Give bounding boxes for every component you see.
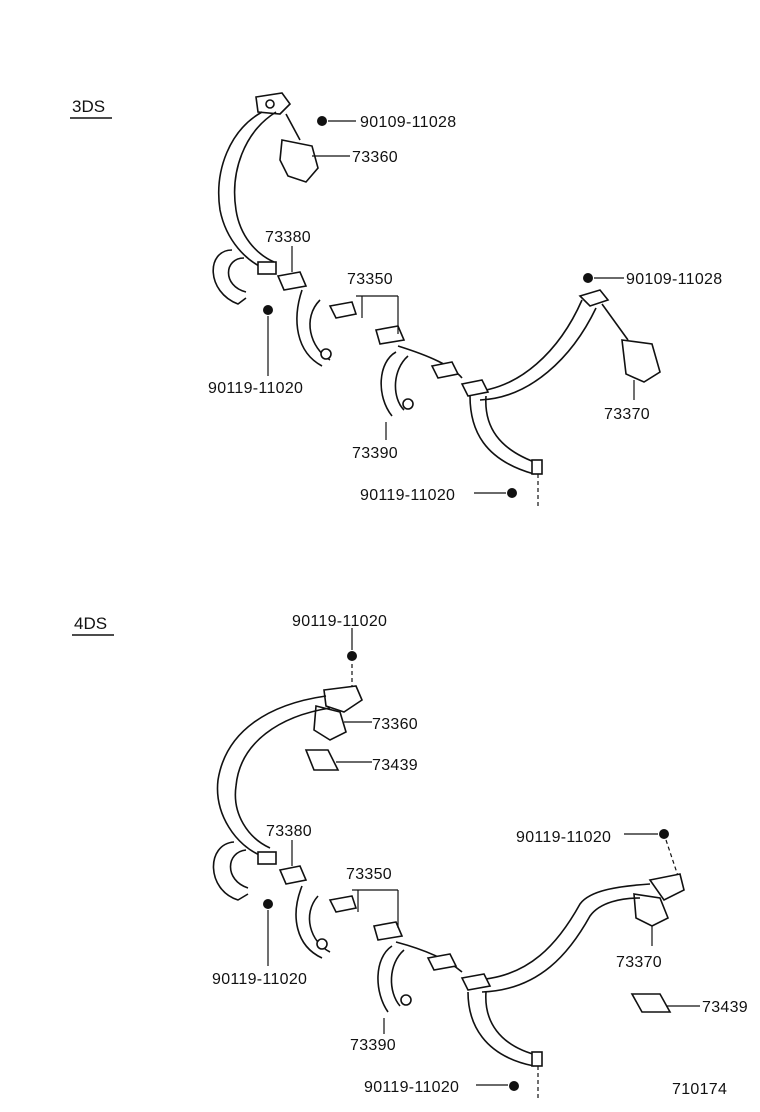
bolt-icon-4ds-right [659,829,669,839]
right-shoulder-belt-inner-3ds [479,307,597,401]
buckle-73380-bolt-3ds [320,348,332,360]
bolt-icon-3ds-bottom [507,488,517,498]
label-4ds-retractor-right: 73370 [616,954,662,971]
bolt-icon-4ds-left [263,899,273,909]
buckle-73390-strap-inner-4ds [390,949,405,1007]
upper-anchor-plate-4ds [323,685,363,713]
left-shoulder-belt-outer-3ds [218,111,269,271]
left-belt-assembly-3ds [212,92,319,305]
label-3ds-buckle-right: 73390 [352,445,398,462]
left-shoulder-belt-inner-4ds [234,707,331,849]
right-retractor-4ds [633,893,670,927]
label-4ds-buckle-left: 73380 [266,823,312,840]
label-4ds-buckle-center: 73350 [346,866,392,883]
right-belt-assembly-4ds [460,839,685,1100]
right-belt-clip-4ds [460,973,492,991]
right-shoulder-belt-inner-4ds [481,897,641,993]
right-shoulder-belt-outer-4ds [469,883,651,981]
label-4ds-retractor-left: 73360 [372,716,418,733]
buckle-73390-bolt-3ds [402,398,414,410]
buckle-73390-bolt-4ds [400,994,412,1006]
figure-code: 710174 [672,1081,727,1098]
center-buckles-3ds [276,271,463,417]
bolt-icon-4ds-top [347,651,357,661]
left-belt-assembly-4ds [212,664,363,901]
label-3ds-buckle-left: 73380 [265,229,311,246]
right-lap-anchor-4ds [531,1051,543,1067]
label-3ds-retractor-right: 73370 [604,406,650,423]
buckle-73350-b-4ds [372,921,404,941]
left-shoulder-belt-inner-3ds [233,111,277,263]
right-belt-clip-3ds [460,379,490,397]
right-retractor-belt-3ds [601,303,629,341]
right-lap-belt-inner-3ds [485,395,541,465]
anchor-hole-3ds [265,99,275,109]
center-buckles-4ds [278,865,463,1013]
cover-left-4ds [304,749,340,771]
buckle-73390-strap-4ds [377,945,393,1013]
section-4ds: 4DS [72,613,748,1100]
buckle-73380-body-3ds [276,271,308,291]
buckle-73380-strap-3ds [296,289,323,367]
label-4ds-bolt-left: 90119-11020 [212,971,307,988]
right-lap-belt-inner-4ds [485,991,541,1057]
cover-right-4ds [630,993,672,1013]
bolt-icon-3ds-left [263,305,273,315]
left-shoulder-belt-outer-4ds [216,695,327,857]
lap-belt-loop-inner-3ds [227,257,247,293]
right-bolt-dash-4ds [665,839,679,877]
section-3ds-heading: 3DS [72,97,105,116]
right-anchor-plate-3ds [578,289,610,307]
label-3ds-bolt-right: 90109-11028 [626,271,722,288]
buckle-73380-bolt-4ds [316,938,328,950]
right-anchor-plate-4ds [648,873,685,902]
section-3ds: 3DS [70,92,722,506]
label-3ds-retractor-left: 73360 [352,149,398,166]
buckle-73350-a-3ds [328,301,358,319]
right-retractor-3ds [621,339,661,383]
left-retractor-3ds [279,139,319,183]
buckle-latch-4ds [426,953,458,971]
buckle-73350-a-4ds [328,895,358,913]
label-4ds-bolt-bottom: 90119-11020 [364,1079,459,1096]
right-lap-anchor-3ds [531,459,543,475]
label-3ds-buckle-center: 73350 [347,271,393,288]
right-belt-assembly-3ds [460,289,661,506]
left-retractor-4ds [313,704,347,741]
belt-clip-3ds [257,261,277,275]
lap-belt-loop-4ds [212,841,249,901]
bolt-icon-4ds-bottom [509,1081,519,1091]
center-belt-3ds [397,345,463,379]
leader-4ds-buckle-center [352,889,399,928]
buckle-73380-strap-4ds [295,885,323,959]
label-4ds-buckle-right: 73390 [350,1037,396,1054]
bolt-icon-3ds-right [583,273,593,283]
leader-3ds-buckle-center [356,295,399,334]
right-shoulder-belt-outer-3ds [469,299,583,393]
right-lap-belt-outer-4ds [467,991,535,1067]
label-4ds-cover-left: 73439 [372,757,418,774]
retractor-belt-3ds [285,113,301,141]
section-4ds-heading: 4DS [74,614,107,633]
label-4ds-bolt-right: 90119-11020 [516,829,611,846]
belt-clip-4ds [257,851,277,865]
right-lap-belt-outer-3ds [469,395,535,475]
center-belt-4ds [395,941,463,973]
label-4ds-cover-right: 73439 [702,999,748,1016]
bolt-icon-3ds-top [317,116,327,126]
label-3ds-bolt-left: 90119-11020 [208,380,303,397]
lap-belt-loop-inner-4ds [229,849,249,889]
buckle-73390-strap-3ds [380,351,397,417]
buckle-73390-strap-inner-3ds [394,355,409,411]
label-3ds-bolt-bottom: 90119-11020 [360,487,455,504]
lap-belt-loop-3ds [212,249,247,305]
label-4ds-bolt-top: 90119-11020 [292,613,387,630]
buckle-73380-body-4ds [278,865,308,885]
buckle-73350-b-3ds [374,325,406,345]
label-3ds-bolt-top: 90109-11028 [360,114,456,131]
buckle-latch-3ds [430,361,460,379]
